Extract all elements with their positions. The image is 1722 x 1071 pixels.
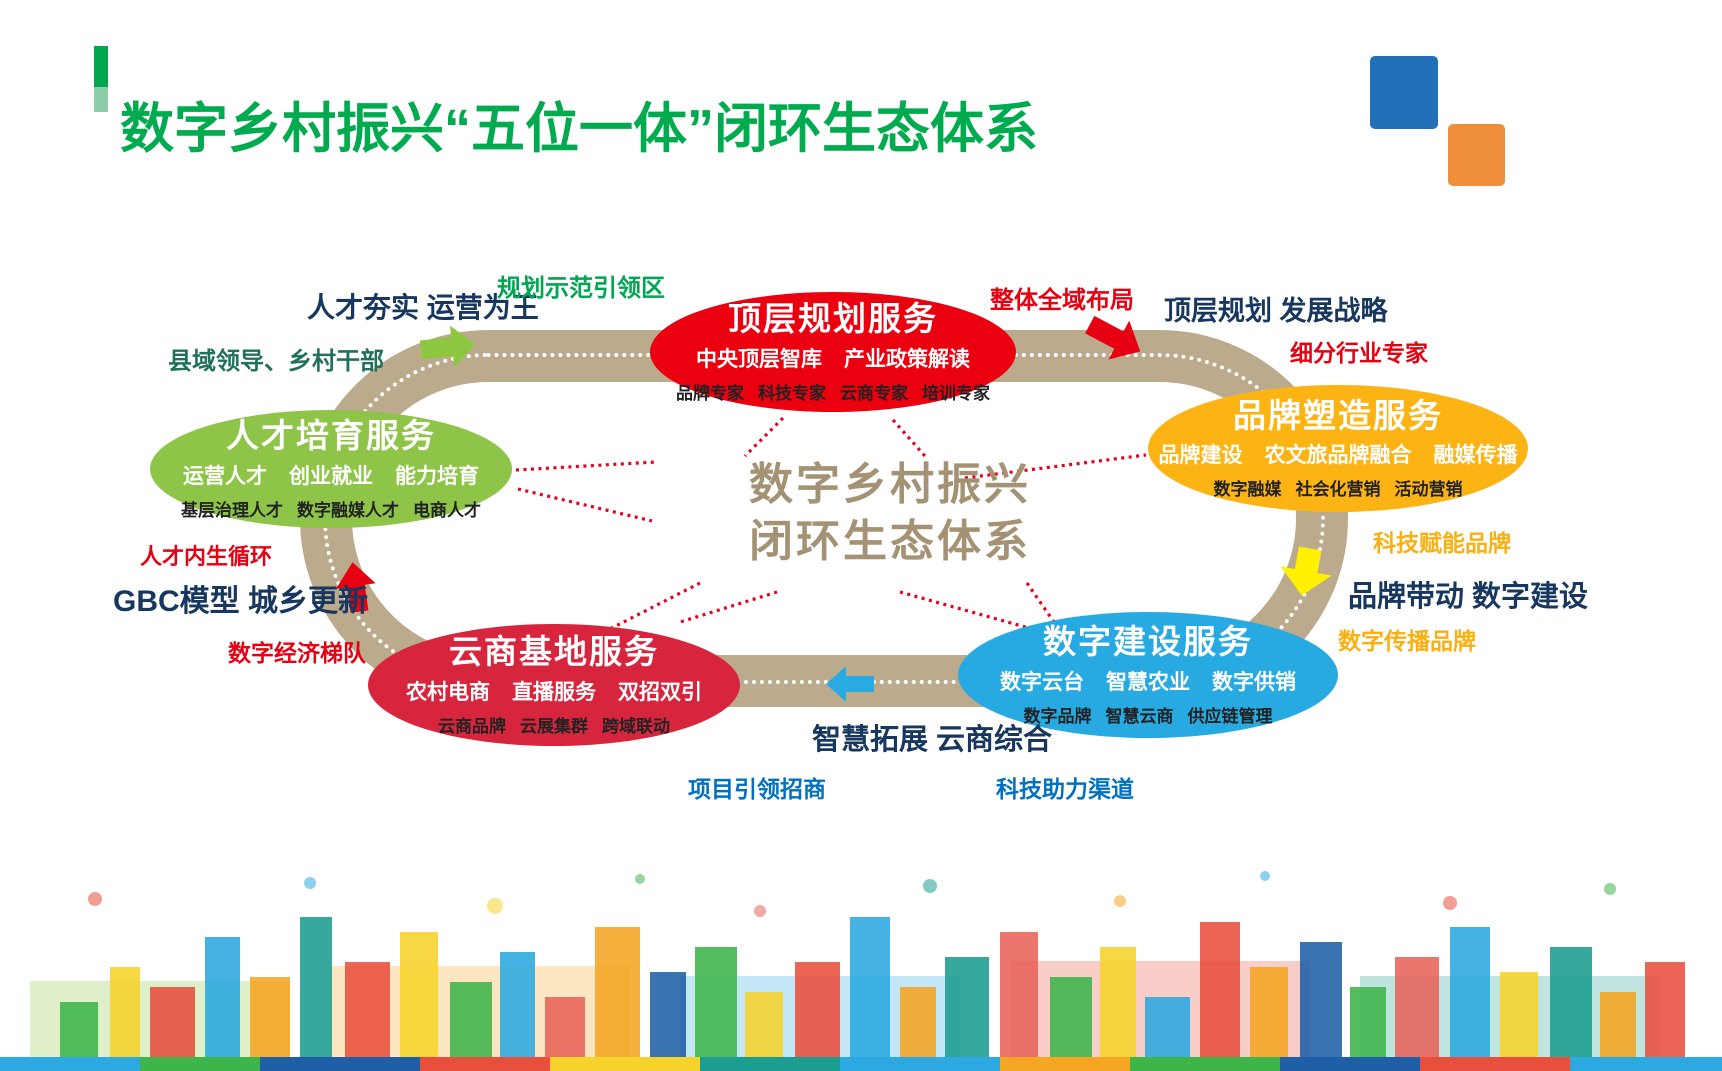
node-item: 培训专家 [922, 383, 990, 403]
page-title: 数字乡村振兴“五位一体”闭环生态体系 [120, 99, 1038, 160]
node-item: 智慧云商 [1105, 706, 1174, 726]
node-title: 顶层规划服务 [728, 300, 938, 338]
label-industry-experts: 细分行业专家 [1290, 340, 1428, 366]
label-brand-drives-digital: 品牌带动 数字建设 [1348, 581, 1589, 613]
label-gbc-model: GBC模型 城乡更新 [113, 585, 368, 618]
node-item: 电商人才 [413, 500, 481, 520]
node-item: 社会化营销 [1295, 480, 1381, 500]
node-item: 数字品牌 [1023, 706, 1092, 726]
node-item: 运营人才 [183, 464, 267, 488]
node-item: 供应链管理 [1187, 706, 1273, 726]
node-item: 品牌建设 [1158, 444, 1243, 468]
node-row-secondary: 品牌专家 科技专家 云商专家 培训专家 [669, 379, 997, 404]
label-overall-layout: 整体全域布局 [990, 287, 1134, 314]
node-item: 数字供销 [1212, 670, 1296, 694]
node-item: 数字融媒人才 [297, 500, 399, 520]
node-item: 云展集群 [520, 716, 588, 736]
node-title: 数字建设服务 [1043, 623, 1253, 661]
center-title: 数字乡村振兴 闭环生态体系 [690, 456, 1090, 570]
label-tech-empowers-brand: 科技赋能品牌 [1373, 530, 1511, 556]
label-tech-channel: 科技助力渠道 [996, 776, 1134, 802]
decor-blue-square [1370, 56, 1438, 129]
node-item: 农村电商 [406, 680, 490, 704]
flow-arrow-left-blue-icon [826, 666, 874, 702]
flow-arrow-right-red-icon [1085, 315, 1141, 360]
node-item: 云商专家 [840, 383, 908, 403]
title-accent-bar [94, 46, 108, 112]
node-item: 科技专家 [758, 383, 826, 403]
node-row-secondary: 数字品牌 智慧云商 供应链管理 [1017, 702, 1280, 727]
node-title: 云商基地服务 [449, 633, 659, 671]
node-item: 能力培育 [395, 464, 479, 488]
node-item: 数字融媒 [1213, 480, 1282, 500]
node-row-secondary: 基层治理人才 数字融媒人才 电商人才 [174, 496, 488, 521]
node-item: 农文旅品牌融合 [1264, 444, 1412, 468]
node-item: 云商品牌 [438, 716, 506, 736]
center-title-line2: 闭环生态体系 [749, 517, 1031, 566]
node-brand-shaping: 品牌塑造服务 品牌建设 农文旅品牌融合 融媒传播 数字融媒 社会化营销 活动营销 [1148, 385, 1528, 512]
node-item: 跨域联动 [602, 716, 670, 736]
flow-arrow-down-yellow-icon [1280, 546, 1332, 596]
node-talent-cultivation: 人才培育服务 运营人才 创业就业 能力培育 基层治理人才 数字融媒人才 电商人才 [150, 410, 512, 528]
label-project-investment: 项目引领招商 [688, 776, 826, 802]
label-top-strategy: 顶层规划 发展战略 [1164, 296, 1388, 326]
node-top-planning: 顶层规划服务 中央顶层智库 产业政策解读 品牌专家 科技专家 云商专家 培训专家 [650, 292, 1016, 412]
flow-arrow-right-green-icon [419, 325, 476, 368]
decor-orange-square [1448, 124, 1505, 186]
node-item: 基层治理人才 [181, 500, 283, 520]
node-row-primary: 农村电商 直播服务 双招双引 [395, 676, 713, 706]
flow-arrow-up-red-icon [336, 562, 376, 614]
node-item: 产业政策解读 [844, 347, 970, 371]
node-cloud-base: 云商基地服务 农村电商 直播服务 双招双引 云商品牌 云展集群 跨域联动 [368, 624, 740, 746]
node-row-primary: 中央顶层智库 产业政策解读 [685, 343, 981, 373]
node-item: 直播服务 [512, 680, 596, 704]
label-planning-demo-zone: 规划示范引领区 [497, 275, 665, 302]
label-county-leaders: 县域领导、乡村干部 [168, 348, 384, 375]
node-item: 智慧农业 [1106, 670, 1190, 694]
node-row-secondary: 数字融媒 社会化营销 活动营销 [1207, 475, 1470, 500]
center-title-line1: 数字乡村振兴 [749, 460, 1031, 509]
node-row-primary: 品牌建设 农文旅品牌融合 融媒传播 [1148, 439, 1529, 469]
node-row-primary: 运营人才 创业就业 能力培育 [172, 460, 490, 490]
node-row-secondary: 云商品牌 云展集群 跨域联动 [431, 712, 677, 737]
node-item: 活动营销 [1394, 480, 1463, 500]
label-talent-internal-cycle: 人才内生循环 [140, 544, 273, 569]
label-talent-solid: 人才夯实 运营为王 [307, 292, 539, 323]
node-title: 人才培育服务 [226, 417, 436, 455]
label-digital-economy-tier: 数字经济梯队 [228, 640, 366, 666]
node-item: 中央顶层智库 [696, 347, 822, 371]
node-title: 品牌塑造服务 [1233, 396, 1443, 434]
node-item: 品牌专家 [676, 383, 744, 403]
label-digital-spreads-brand: 数字传播品牌 [1338, 628, 1476, 654]
node-item: 数字云台 [1000, 670, 1084, 694]
city-skyline-illustration [0, 871, 1722, 1071]
node-digital-construction: 数字建设服务 数字云台 智慧农业 数字供销 数字品牌 智慧云商 供应链管理 [958, 612, 1338, 738]
node-row-primary: 数字云台 智慧农业 数字供销 [989, 666, 1307, 696]
node-item: 融媒传播 [1433, 444, 1518, 468]
node-item: 双招双引 [618, 680, 702, 704]
node-item: 创业就业 [289, 464, 373, 488]
label-smart-expansion: 智慧拓展 云商综合 [812, 724, 1053, 756]
